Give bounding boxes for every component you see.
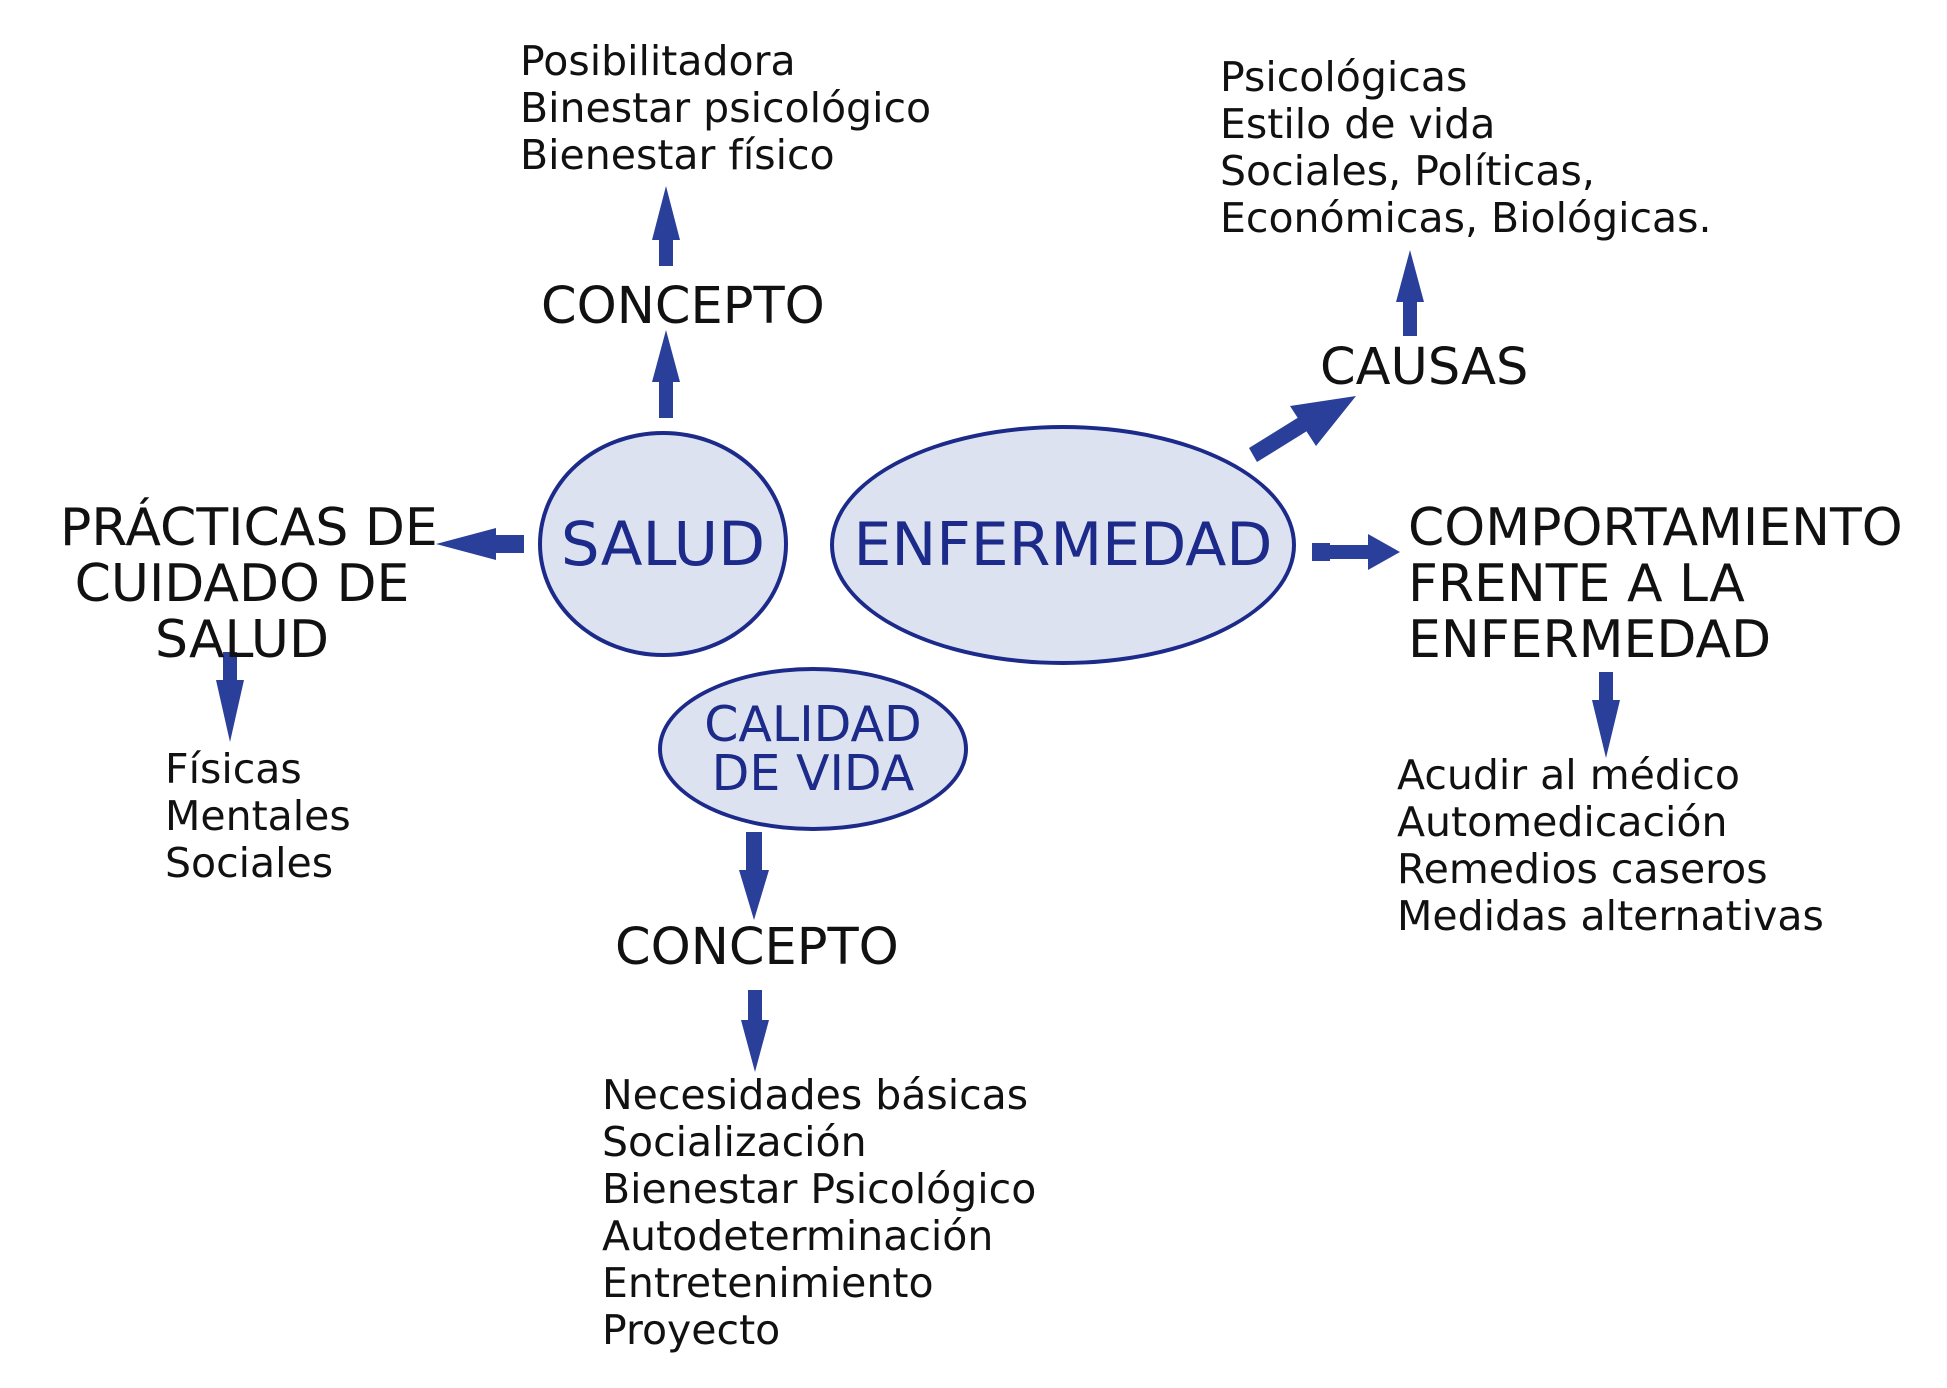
list-item: Sociales, Políticas, [1220, 147, 1595, 195]
arrow-enfermedad-to-comportamiento [1312, 534, 1400, 570]
concepto-calidad-items: Necesidades básicas Socialización Bienes… [602, 1072, 1036, 1354]
comportamiento-label: COMPORTAMIENTO FRENTE A LA ENFERMEDAD [1408, 498, 1903, 670]
list-item: Binestar psicológico [520, 84, 932, 132]
list-item: Automedicación [1397, 798, 1728, 846]
list-item: Autodeterminación [602, 1212, 994, 1260]
arrow-practicas-to-items [216, 652, 244, 742]
node-salud-label: SALUD [560, 508, 766, 580]
causas-label: CAUSAS [1320, 338, 1529, 397]
list-item: Bienestar físico [520, 131, 835, 179]
concepto-salud-items: Posibilitadora Binestar psicológico Bien… [520, 38, 931, 179]
arrow-causas-to-items [1396, 250, 1424, 336]
list-item: Físicas [165, 745, 302, 793]
concepto-calidad-label: CONCEPTO [615, 918, 899, 977]
arrow-enfermedad-to-causas [1249, 396, 1356, 462]
arrow-concepto-to-salud-items [652, 186, 680, 266]
node-enfermedad: ENFERMEDAD [830, 425, 1296, 665]
list-item: Medidas alternativas [1397, 892, 1824, 940]
node-calidad-label: CALIDAD DE VIDA [704, 696, 922, 802]
node-salud: SALUD [538, 431, 788, 657]
list-item: Necesidades básicas [602, 1071, 1029, 1119]
arrow-comportamiento-to-items [1592, 672, 1620, 758]
node-enfermedad-label: ENFERMEDAD [853, 510, 1273, 580]
list-item: Estilo de vida [1220, 100, 1496, 148]
list-item: Remedios caseros [1397, 845, 1768, 893]
arrow-salud-to-practicas [436, 528, 524, 560]
list-item: Posibilitadora [520, 37, 796, 85]
arrow-concepto-to-calidad-items [741, 990, 769, 1072]
comportamiento-items: Acudir al médico Automedicación Remedios… [1397, 752, 1824, 940]
list-item: Sociales [165, 839, 334, 887]
practicas-label: PRÁCTICAS DE CUIDADO DE SALUD [60, 498, 438, 670]
node-calidad-de-vida: CALIDAD DE VIDA [658, 667, 968, 831]
list-item: Bienestar Psicológico [602, 1165, 1037, 1213]
list-item: Económicas, Biológicas. [1220, 194, 1712, 242]
list-item: Psicológicas [1220, 53, 1468, 101]
causas-items: Psicológicas Estilo de vida Sociales, Po… [1220, 54, 1712, 242]
concepto-salud-label: CONCEPTO [541, 277, 825, 336]
practicas-items: Físicas Mentales Sociales [165, 746, 351, 887]
list-item: Acudir al médico [1397, 751, 1740, 799]
list-item: Entretenimiento [602, 1259, 934, 1307]
arrow-calidad-to-concepto [739, 832, 769, 920]
list-item: Socialización [602, 1118, 867, 1166]
list-item: Mentales [165, 792, 351, 840]
list-item: Proyecto [602, 1306, 781, 1354]
arrow-salud-to-concepto [652, 330, 680, 418]
